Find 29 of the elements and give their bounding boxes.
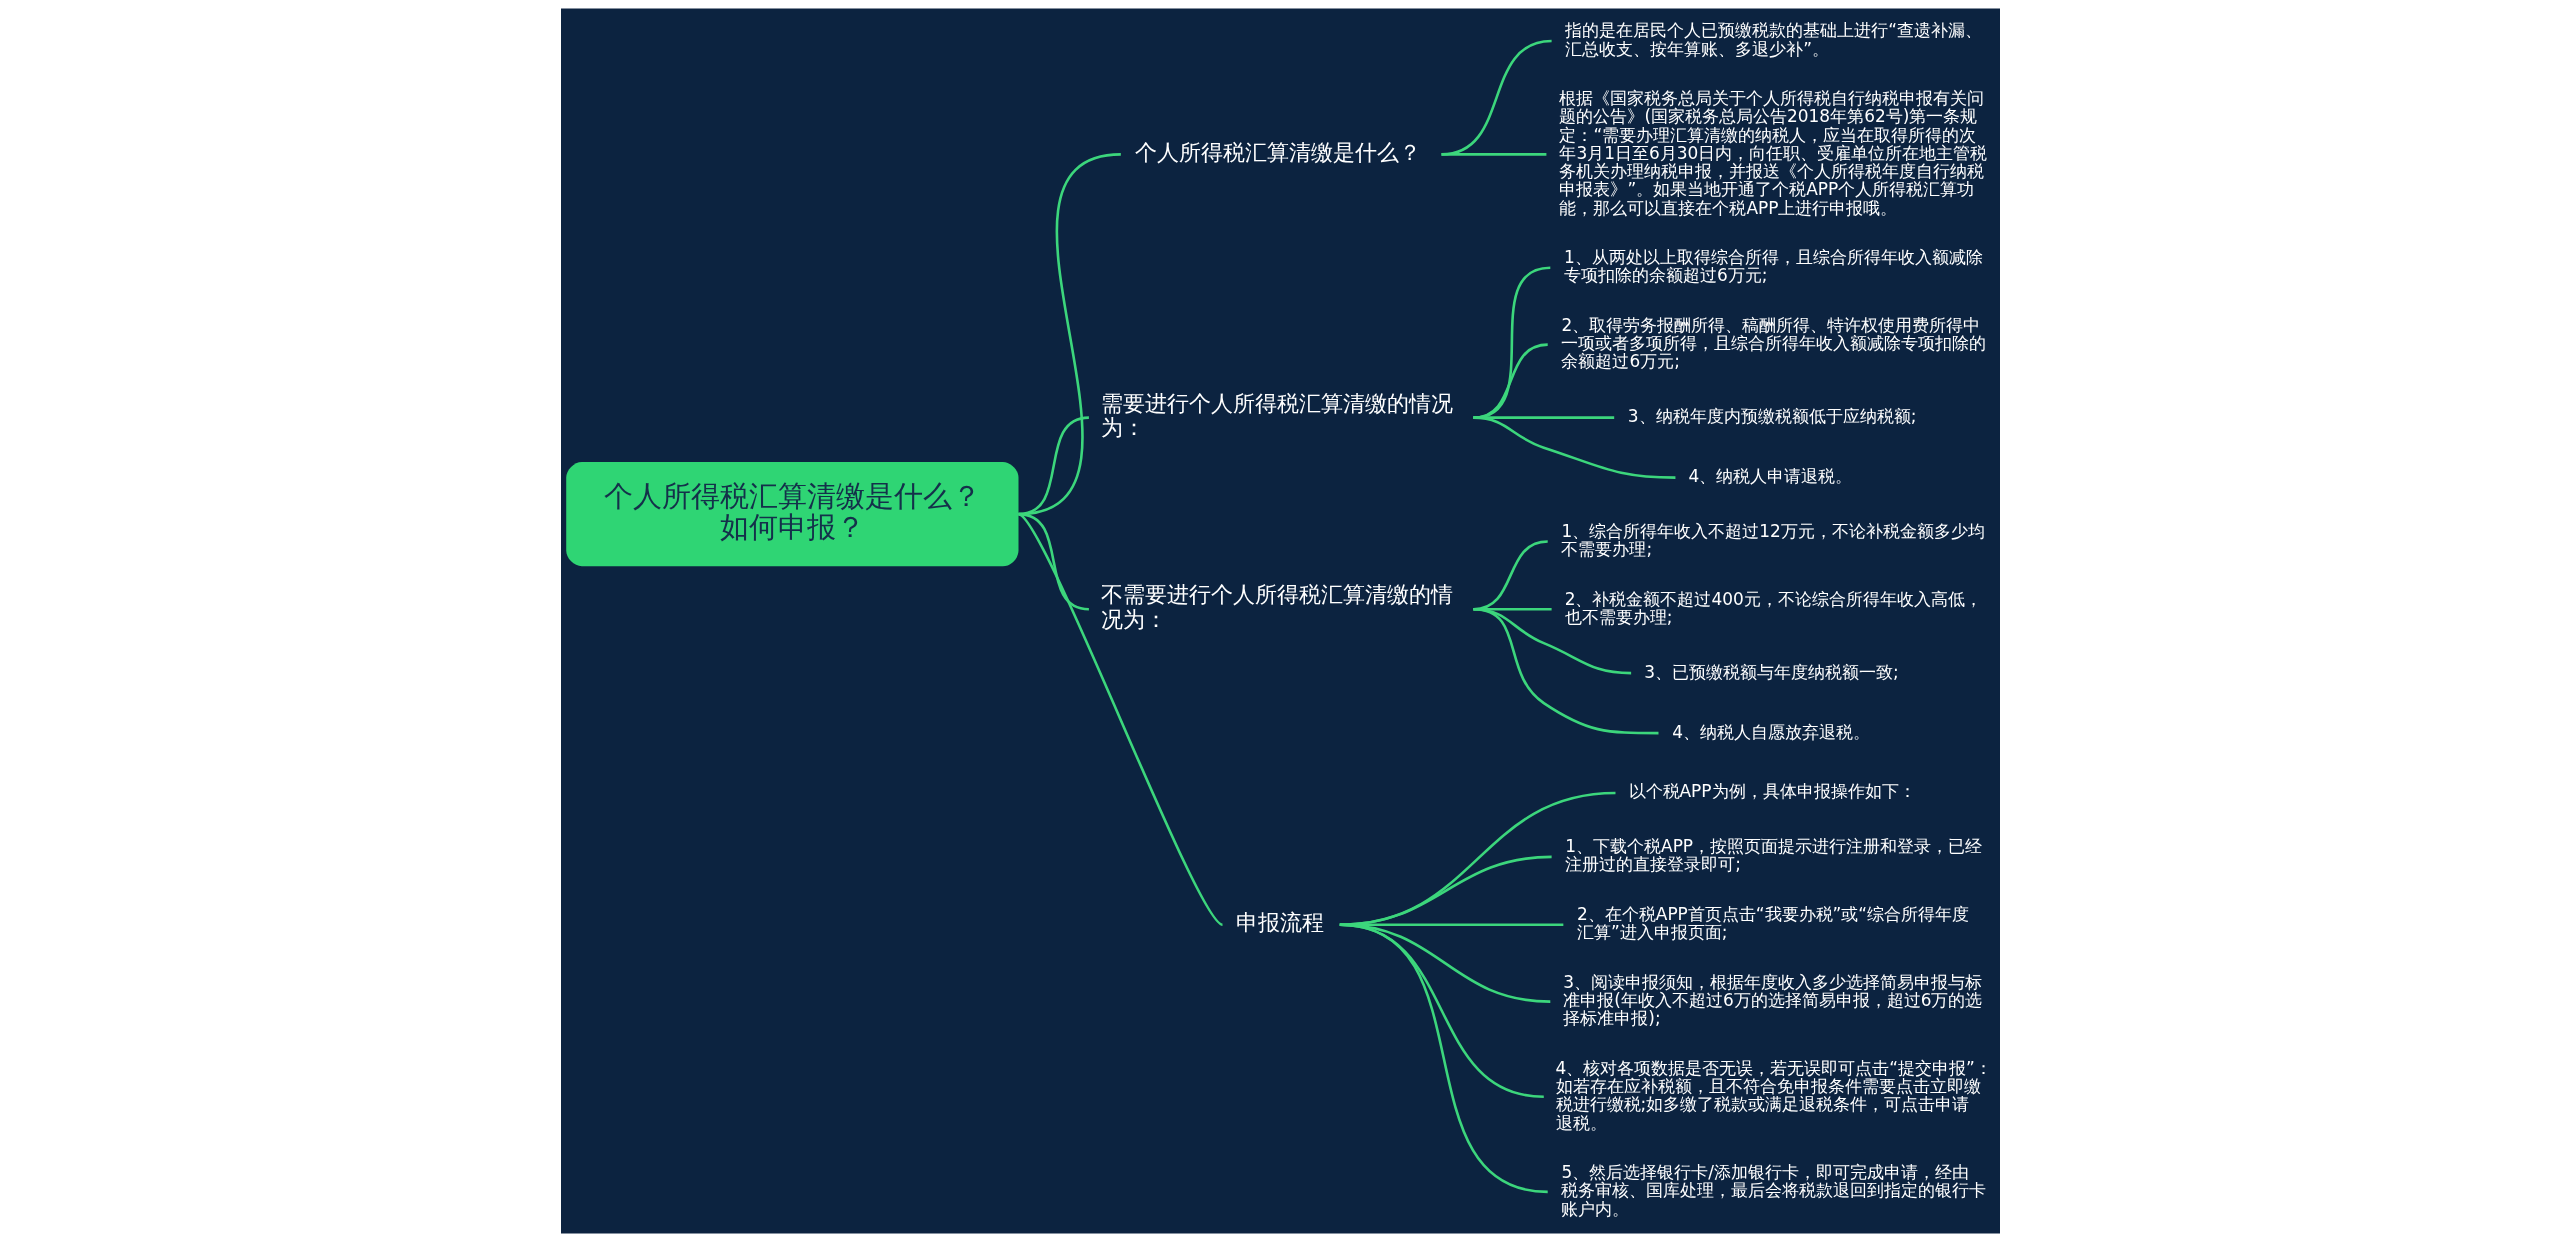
node-text: 1、下载个税APP，按照页面提示进行注册和登录，已经注册过的直接登录即可; [1564, 836, 1982, 875]
node-text: 4、纳税人申请退税。 [1687, 466, 1852, 487]
connector [1441, 153, 1546, 156]
node-text: 4、核对各项数据是否无误，若无误即可点击“提交申报”：如若存在应补税额，且不符合免申报条件需要点击立即缴税进行缴税;如多缴了税款或满足退税条件，可点击申请退税。 [1555, 1057, 1992, 1133]
node-text: 1、综合所得年收入不超过12万元，不论补税金额多少均不需要办理; [1560, 520, 1985, 560]
node-text: 需要进行个人所得税汇算清缴的情况为： [1100, 389, 1453, 441]
connector [1440, 39, 1552, 156]
node-text: 指的是在居民个人已预缴税款的基础上进行“查遗补漏、汇总收支、按年算账、多退少补”。 [1564, 20, 1982, 59]
node-text: 申报流程 [1235, 909, 1324, 936]
connector [1339, 791, 1616, 926]
node-text: 2、补税金额不超过400元，不论综合所得年收入高低，也不需要办理; [1564, 588, 1982, 627]
node-text: 根据《国家税务总局关于个人所得税自行纳税申报有关问题的公告》(国家税务总局公告2018年第62号)第一条规定：“需要办理汇算清缴的纳税人，应当在取得所得的次年3月1日至6月30日内，向任职、受雇单位所在地主管税务机关办理纳税申报，并报送《个人所得税年度自行纳税申报表》”。如果当地开通了个税APP个人所得税汇算功能，那么可以直接在个税APP上进行申报哦。 [1558, 88, 1987, 218]
connector [1017, 513, 1223, 926]
connector [1339, 923, 1563, 926]
node-text: 不需要进行个人所得税汇算清缴的情况为： [1100, 581, 1453, 632]
node-box: 个人所得税汇算清缴是什么？如何申报？ [565, 462, 1018, 567]
node-text: 4、纳税人自愿放弃退税。 [1671, 721, 1870, 742]
connector [1339, 923, 1548, 1194]
node-text: 3、纳税年度内预缴税额低于应纳税额; [1627, 406, 1916, 427]
node-text: 2、取得劳务报酬所得、稿酬所得、特许权使用费所得中一项或者多项所得，且综合所得年收入额减除专项扣除的余额超过6万元; [1560, 314, 1986, 372]
connector [1472, 416, 1675, 479]
node-text: 3、已预缴税额与年度纳税额一致; [1643, 661, 1899, 682]
node-text: 个人所得税汇算清缴是什么？ [1134, 138, 1421, 165]
node-text: 2、在个税APP首页点击“我要办税”或“综合所得年度汇算”进入申报页面; [1576, 904, 1969, 943]
connector [1472, 607, 1658, 735]
node-text: 5、然后选择银行卡/添加银行卡，即可完成申请，经由税务审核、国库处理，最后会将税款退回到指定的银行卡账户内。 [1560, 1162, 1986, 1219]
node-text: 1、从两处以上取得综合所得，且综合所得年收入额减除专项扣除的余额超过6万元; [1563, 247, 1983, 286]
node-text: 以个税APP为例，具体申报操作如下： [1628, 781, 1916, 802]
node-text: 3、阅读申报须知，根据年度收入多少选择简易申报与标准申报(年收入不超过6万的选择简易申报，超过6万的选择标准申报); [1562, 971, 1983, 1029]
